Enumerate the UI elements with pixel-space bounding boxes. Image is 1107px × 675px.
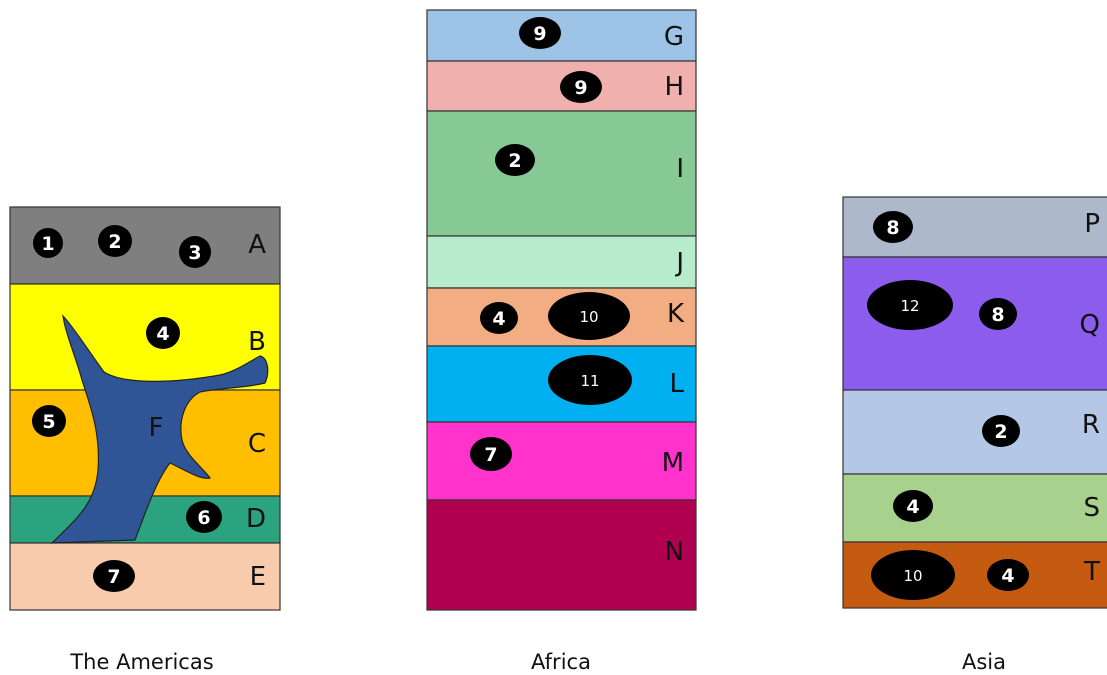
svg-text:9: 9 [533,23,546,45]
layer-letter-i: I [676,154,684,184]
layer-letter-h: H [664,72,684,102]
badge: 8 [979,298,1017,330]
layer-e [9,542,281,611]
column-africa: G H I J K L M N 9 9 2 4 10 11 7 Africa [426,9,697,674]
badge: 2 [98,225,132,257]
layer-letter-k: K [667,299,685,329]
layer-g [426,9,697,62]
layer-letter-d: D [246,504,266,534]
badge: 3 [179,236,211,268]
badge: 8 [873,211,913,243]
badge: 6 [186,501,222,533]
badge: 2 [982,415,1020,447]
badge: 9 [519,17,561,49]
badge: 7 [93,560,135,592]
layer-letter-a: A [248,230,266,260]
svg-text:12: 12 [900,297,919,315]
badge: 9 [560,71,602,103]
layer-letter-b: B [248,327,266,357]
svg-text:8: 8 [886,217,899,239]
svg-text:2: 2 [108,231,121,253]
svg-text:10: 10 [579,308,598,326]
svg-text:1: 1 [41,233,54,255]
svg-text:2: 2 [508,150,521,172]
svg-text:2: 2 [994,421,1007,443]
column-americas: A B C D E F 1 2 3 4 5 6 7 The Americas [9,206,281,674]
layer-j [426,235,697,289]
svg-text:4: 4 [906,496,919,518]
badge: 7 [470,437,512,471]
caption-asia: Asia [962,650,1006,674]
svg-text:7: 7 [484,444,497,466]
layer-m [426,421,697,501]
layer-letter-t: T [1083,557,1100,587]
svg-text:8: 8 [991,304,1004,326]
svg-text:5: 5 [42,411,55,433]
badge: 4 [480,302,518,334]
svg-text:4: 4 [156,323,169,345]
svg-text:9: 9 [574,77,587,99]
layer-letter-l: L [670,369,685,399]
layer-s [842,473,1107,543]
svg-text:10: 10 [903,567,922,585]
badge: 10 [548,292,630,340]
badge: 5 [32,405,66,437]
svg-text:11: 11 [580,372,599,390]
svg-text:6: 6 [197,507,210,529]
intrusion-letter-f: F [149,413,164,443]
layer-letter-e: E [250,562,266,592]
badge: 4 [146,317,180,349]
badge: 4 [987,559,1029,591]
layer-letter-g: G [664,22,684,52]
caption-americas: The Americas [69,650,213,674]
intrusion-f [50,314,269,544]
svg-text:3: 3 [188,242,201,264]
layer-i [426,110,697,237]
badge: 12 [867,280,953,330]
layer-r [842,389,1107,475]
layer-n [426,499,697,611]
badge: 2 [495,144,535,176]
layer-letter-m: M [662,448,684,478]
badge: 10 [871,550,955,600]
layer-letter-r: R [1082,410,1100,440]
layer-letter-c: C [248,429,266,459]
layer-letter-n: N [665,537,684,567]
badge: 1 [33,228,63,258]
layer-letter-j: J [674,248,684,278]
svg-text:7: 7 [107,566,120,588]
caption-africa: Africa [531,650,591,674]
layer-letter-p: P [1084,209,1100,239]
badge: 11 [548,355,632,405]
layer-letter-q: Q [1080,310,1100,340]
svg-text:4: 4 [1001,565,1014,587]
column-asia: P Q R S T 8 12 8 2 4 10 4 Asia [842,196,1107,674]
badge: 4 [893,490,933,522]
svg-text:4: 4 [492,308,505,330]
layer-letter-s: S [1083,493,1100,523]
